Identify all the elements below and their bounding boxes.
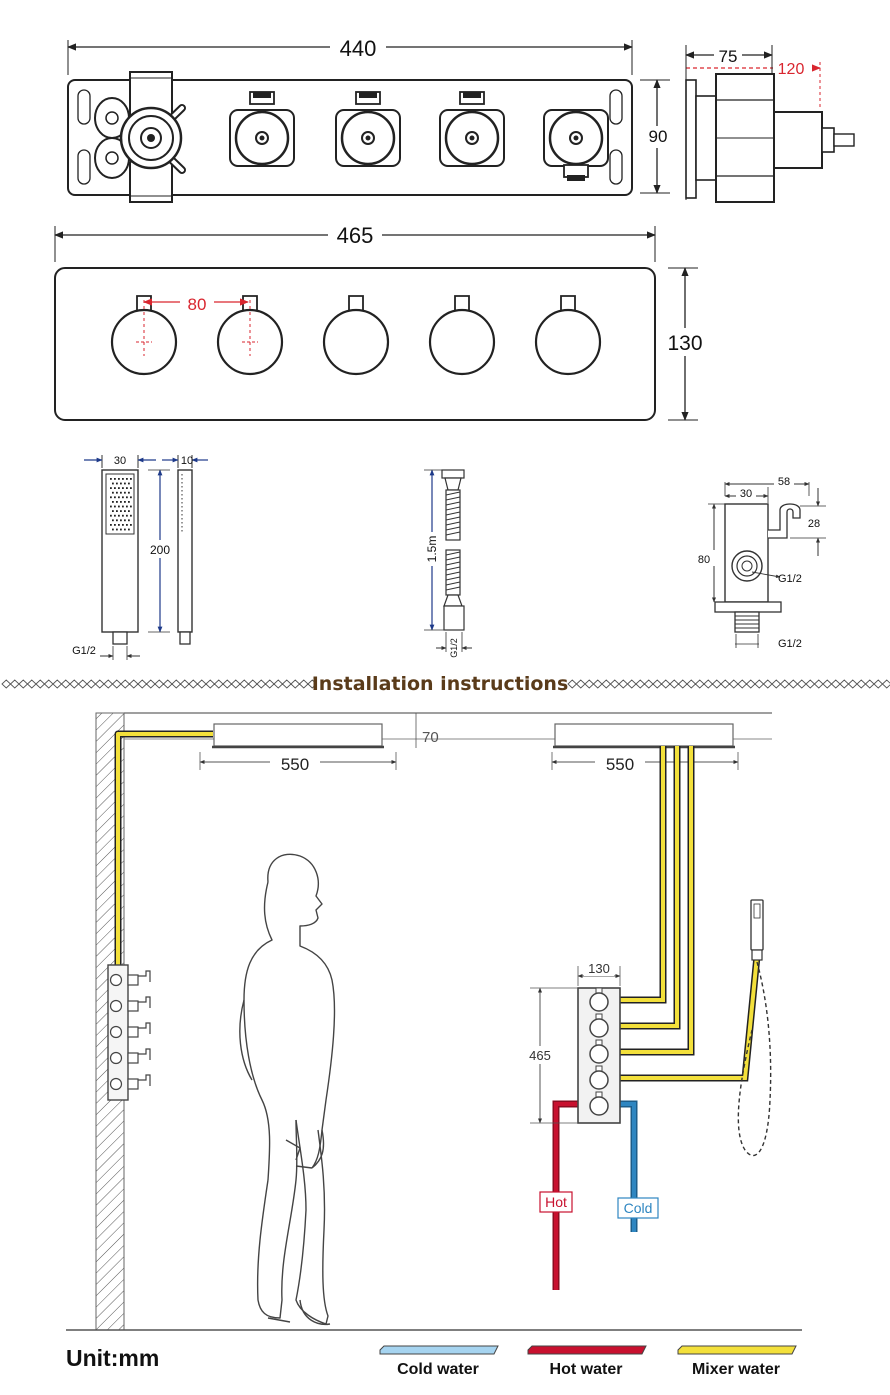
hot-water-pipe [552, 1100, 578, 1290]
dim-hose-length: 1.5m [425, 536, 439, 563]
hand-shower-diagram: 30 10 200 G1/2 [72, 455, 208, 660]
install-knob [589, 1091, 609, 1116]
installation-diagram: 550 70 550 [66, 712, 802, 1331]
side-valve-handle [109, 1048, 151, 1065]
diverter-valve [439, 91, 505, 167]
side-valve-handle [109, 970, 151, 987]
install-knob [589, 987, 609, 1012]
mixer-water-pipes [114, 730, 761, 1082]
dim-hose-thread: G1/2 [449, 638, 459, 658]
section-title: Installation instructions [312, 673, 569, 695]
legend-label: Hot water [550, 1361, 623, 1378]
panel-knob [534, 295, 602, 376]
cold-label: Cold [624, 1200, 653, 1216]
zigzag-divider-left [1, 679, 318, 689]
legend-item: Cold water [379, 1345, 499, 1378]
dim-valve-height: 465 [529, 1048, 551, 1063]
section-heading: Installation instructions [1, 673, 890, 695]
zigzag-divider-right [567, 679, 890, 689]
dim-handshower-width: 30 [114, 455, 126, 467]
dim-body-depth-max: 120 [778, 61, 805, 78]
dim-valve-width: 130 [588, 961, 610, 976]
footer: Unit:mm Cold water Hot water Mixer water [66, 1345, 797, 1378]
side-valve-handles [109, 970, 151, 1091]
dim-panel-width: 465 [337, 223, 374, 248]
handle-knobs [110, 295, 602, 376]
side-valve-handle [109, 996, 151, 1013]
dim-rain-width-right: 550 [606, 755, 634, 774]
nozzle-grid [110, 478, 132, 531]
diverter-valve [229, 91, 295, 167]
dim-body-depth: 75 [719, 47, 738, 66]
legend: Cold water Hot water Mixer water [379, 1345, 797, 1378]
dim-handshower-thread: G1/2 [72, 645, 96, 657]
hose-diagram: 1.5m G1/2 [422, 469, 472, 658]
legend-item: Hot water [527, 1345, 647, 1378]
dim-body-width: 440 [340, 36, 377, 61]
install-valve-knobs [589, 987, 609, 1116]
dim-holder-width: 58 [778, 476, 790, 488]
shower-holder-diagram: 58 30 80 28 G1/2 G1/2 [696, 474, 826, 650]
dim-holder-height: 80 [698, 554, 710, 566]
dim-panel-height: 130 [667, 332, 702, 355]
cold-water-pipe [620, 1100, 638, 1232]
diverter-valve [335, 91, 401, 167]
install-knob [589, 1039, 609, 1064]
panel-knob [428, 295, 496, 376]
install-knob [589, 1013, 609, 1038]
dim-holder-thread-side: G1/2 [778, 573, 802, 585]
human-figure [239, 853, 336, 1326]
dim-holder-clip: 28 [808, 518, 820, 530]
dim-handshower-length: 200 [150, 543, 170, 557]
diverter-valve [543, 109, 609, 181]
dim-body-height: 90 [649, 127, 668, 146]
legend-swatch [379, 1345, 499, 1355]
dim-handshower-depth: 10 [181, 455, 193, 467]
legend-item: Mixer water [677, 1345, 797, 1378]
dim-rain-width-left: 550 [281, 755, 309, 774]
dim-handle-spacing: 80 [188, 295, 207, 314]
face-plate-view: 465 80 130 [54, 221, 707, 421]
panel-knob [322, 295, 390, 376]
hot-label: Hot [545, 1194, 567, 1210]
dim-holder-inner: 30 [740, 488, 752, 500]
legend-swatch [677, 1345, 797, 1355]
legend-label: Mixer water [692, 1361, 780, 1378]
diverter-valves [229, 91, 609, 181]
side-valve-handle [109, 1074, 151, 1091]
unit-label: Unit:mm [66, 1345, 159, 1371]
dim-rain-thickness: 70 [422, 729, 439, 746]
dim-holder-thread-bottom: G1/2 [778, 638, 802, 650]
legend-label: Cold water [397, 1361, 479, 1378]
side-valve-handle [109, 1022, 151, 1039]
valve-body-side-view: 75 120 90 [640, 43, 855, 203]
legend-swatch [527, 1345, 647, 1355]
install-knob [589, 1065, 609, 1090]
